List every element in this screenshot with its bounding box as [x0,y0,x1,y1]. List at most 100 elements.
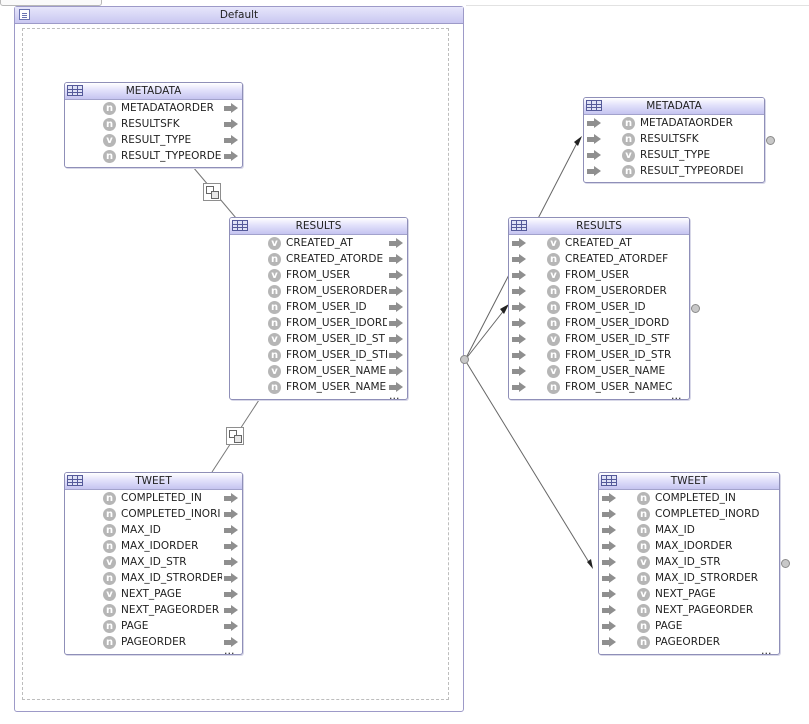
input-arrow-icon[interactable] [512,318,526,328]
output-arrow-icon[interactable] [224,573,238,583]
metadata-r-port[interactable] [766,136,775,145]
input-arrow-icon[interactable] [587,134,601,144]
table-header[interactable]: TWEET [65,473,242,490]
input-arrow-icon[interactable] [587,118,601,128]
input-arrow-icon[interactable] [602,605,616,615]
input-arrow-icon[interactable] [602,637,616,647]
input-arrow-icon[interactable] [587,150,601,160]
output-arrow-icon[interactable] [389,318,403,328]
input-arrow-icon[interactable] [602,509,616,519]
group-header[interactable]: Default [15,7,463,24]
output-arrow-icon[interactable] [224,605,238,615]
output-arrow-icon[interactable] [389,286,403,296]
input-arrow-icon[interactable] [602,589,616,599]
join-icon-metadata-results[interactable] [203,183,221,201]
table-header[interactable]: METADATA [584,98,764,115]
results-r-port[interactable] [691,304,700,313]
input-arrow-icon[interactable] [602,541,616,551]
table-header[interactable]: RESULTS [509,218,689,235]
input-arrow-icon[interactable] [602,621,616,631]
input-arrow-icon[interactable] [587,166,601,176]
output-arrow-icon[interactable] [224,151,238,161]
output-arrow-icon[interactable] [389,238,403,248]
output-arrow-icon[interactable] [224,525,238,535]
output-arrow-icon[interactable] [389,382,403,392]
input-arrow-icon[interactable] [602,493,616,503]
input-arrow-icon[interactable] [512,254,526,264]
input-arrow-icon[interactable] [512,238,526,248]
output-arrow-icon[interactable] [224,621,238,631]
join-icon-results-tweet[interactable] [226,427,244,445]
output-arrow-icon[interactable] [224,589,238,599]
input-arrow-icon[interactable] [512,350,526,360]
input-arrow-icon[interactable] [602,525,616,535]
editor-tab[interactable] [0,0,102,6]
input-arrow-icon[interactable] [512,286,526,296]
table-header[interactable]: RESULTS [230,218,407,235]
output-arrow-icon[interactable] [389,270,403,280]
output-arrow-icon[interactable] [224,103,238,113]
input-arrow-icon[interactable] [512,270,526,280]
group-output-port[interactable] [460,355,469,364]
output-arrow-icon[interactable] [224,135,238,145]
output-arrow-icon[interactable] [224,541,238,551]
table-header[interactable]: METADATA [65,83,242,100]
output-arrow-icon[interactable] [224,119,238,129]
input-arrow-icon[interactable] [512,334,526,344]
output-arrow-icon[interactable] [224,637,238,647]
output-arrow-icon[interactable] [224,509,238,519]
tweet-r-port[interactable] [781,559,790,568]
output-arrow-icon[interactable] [389,254,403,264]
input-arrow-icon[interactable] [602,557,616,567]
output-arrow-icon[interactable] [389,302,403,312]
input-arrow-icon[interactable] [602,573,616,583]
input-arrow-icon[interactable] [512,382,526,392]
input-arrow-icon[interactable] [512,302,526,312]
